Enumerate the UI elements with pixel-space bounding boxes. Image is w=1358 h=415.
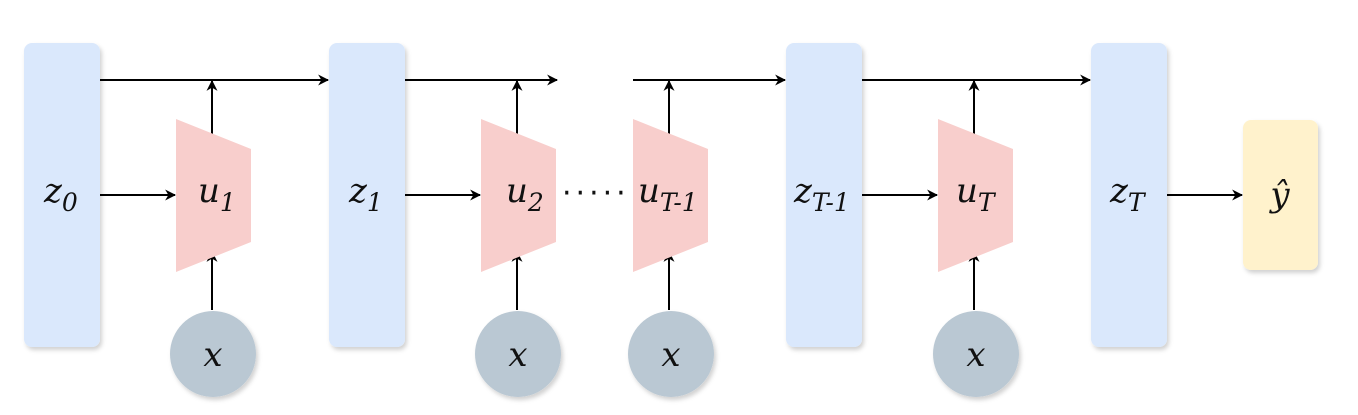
input-node-1 — [170, 311, 256, 397]
input-node-3 — [628, 311, 714, 397]
update-block-uT — [938, 119, 1013, 272]
update-label-u2: u2 — [506, 171, 544, 217]
input-label-2: x — [508, 335, 527, 375]
state-label-z1: z1 — [348, 171, 383, 217]
output-block — [1243, 120, 1318, 270]
update-block-u2 — [481, 119, 556, 272]
update-label-uT: uT — [956, 171, 997, 217]
state-blocks — [24, 43, 1167, 347]
state-label-zT: zT — [1109, 171, 1147, 217]
update-block-u1 — [176, 119, 251, 272]
state-block-zT-1 — [786, 43, 862, 347]
state-block-z0 — [24, 43, 100, 347]
state-label-zT-1: zT-1 — [793, 171, 850, 217]
input-label-3: x — [661, 335, 680, 375]
input-to-update-arrows — [206, 250, 980, 310]
update-to-carry-arrows — [206, 79, 980, 138]
state-label-z0: z0 — [43, 171, 78, 217]
input-node-4 — [933, 311, 1019, 397]
update-label-uT-1: uT-1 — [638, 171, 698, 217]
update-label-u1: u1 — [198, 171, 236, 217]
input-node-2 — [475, 311, 561, 397]
input-label-4: x — [966, 335, 985, 375]
output-label-yhat: ŷ — [1268, 175, 1290, 215]
ellipsis-dots: ····· — [562, 176, 630, 211]
update-block-uT-1 — [633, 119, 708, 272]
state-block-z1 — [329, 43, 405, 347]
input-nodes — [170, 311, 1019, 397]
input-label-1: x — [203, 335, 222, 375]
update-blocks — [176, 119, 1013, 272]
state-block-zT — [1091, 43, 1167, 347]
